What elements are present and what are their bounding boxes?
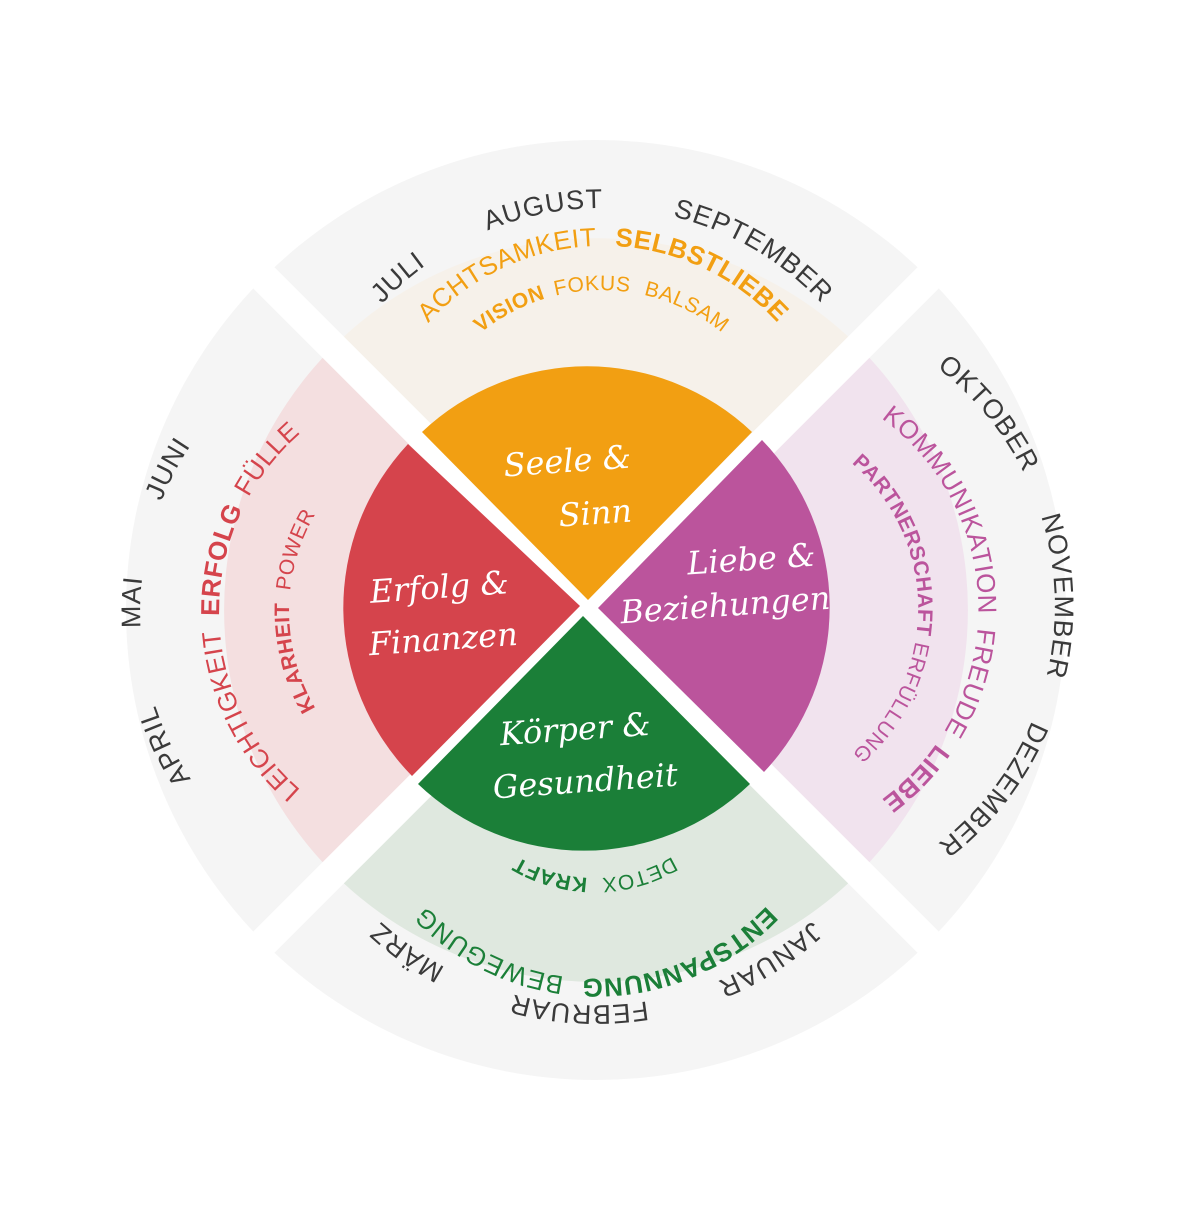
core-bottom-segment <box>418 616 750 851</box>
month-mai: MAI <box>116 575 148 629</box>
core-left-segment <box>343 444 580 776</box>
core-right-line1: Liebe & <box>685 536 817 583</box>
core-right-segment <box>598 440 830 772</box>
core-top-segment <box>422 366 752 600</box>
core-top-line2: Sinn <box>557 492 633 535</box>
gap-diagonal-2 <box>229 243 963 977</box>
core-top-line1: Seele & <box>502 438 632 485</box>
